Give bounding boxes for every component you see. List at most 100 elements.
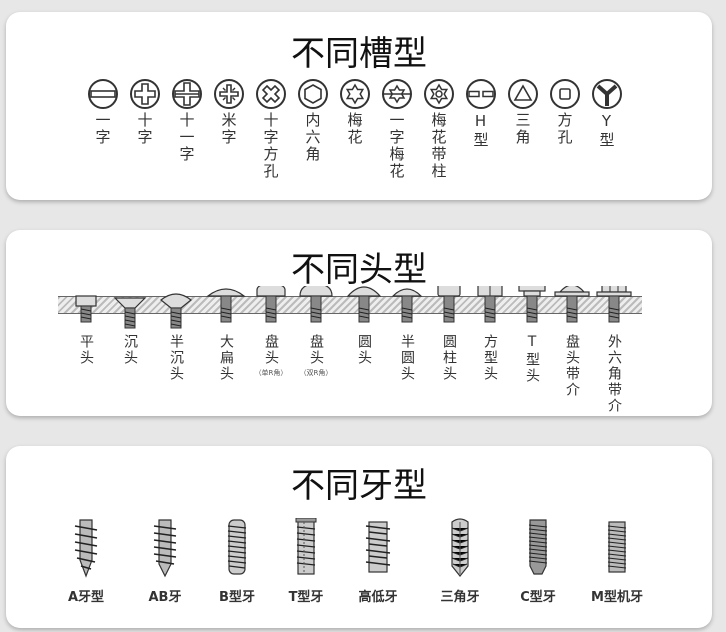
pan-head-double-r-icon	[299, 286, 333, 323]
head-item: 盘头 （单R角）	[251, 286, 291, 378]
thread-item: A牙型	[46, 518, 126, 605]
thread-item: M型机牙	[577, 518, 657, 605]
pan-washer-head-icon	[554, 286, 590, 323]
head-item: 圆柱头	[429, 286, 469, 382]
slot-label: 三角	[513, 112, 532, 146]
slot-item: 米字	[209, 78, 249, 146]
triangle-icon	[508, 79, 538, 109]
round-head-icon	[346, 286, 382, 323]
head-label: 平头	[78, 334, 94, 366]
square-head-icon	[477, 286, 503, 323]
square-icon	[550, 79, 580, 109]
thread-item: AB牙	[125, 518, 205, 605]
h-slot-icon	[466, 79, 496, 109]
t-head-icon	[518, 286, 546, 323]
head-item: 沉头	[110, 286, 150, 366]
head-label: 半圆头	[399, 334, 415, 382]
thread-label: A牙型	[67, 590, 105, 605]
head-item: 盘头 （双R角）	[296, 286, 336, 378]
thread-label: M型机牙	[591, 590, 643, 605]
slot-torx-icon	[382, 79, 412, 109]
head-sublabel: （双R角）	[299, 369, 333, 377]
head-label: 大扁头	[218, 334, 234, 382]
thread-label: C型牙	[520, 590, 556, 605]
head-item: T型头	[512, 286, 552, 384]
slot-item: 内六角	[293, 78, 333, 163]
pozi-icon	[214, 79, 244, 109]
half-round-head-icon	[391, 288, 423, 323]
head-label: 沉头	[122, 334, 138, 366]
thread-item: T型牙	[266, 518, 346, 605]
machine-thread-icon	[607, 521, 627, 573]
tri-thread-icon	[451, 518, 469, 577]
a-thread-icon	[74, 519, 98, 578]
t-thread-icon	[295, 518, 317, 575]
slot-types-title: 不同槽型	[291, 34, 427, 74]
head-label: 圆头	[356, 334, 372, 366]
pan-head-single-r-icon	[256, 286, 286, 323]
combo-slot-icon	[172, 79, 202, 109]
thread-item: 三角牙	[420, 518, 500, 605]
thread-label: AB牙	[148, 590, 182, 605]
slot-label: 梅花	[345, 112, 364, 146]
flat-head-icon	[75, 295, 97, 323]
slot-label: Y型	[597, 112, 616, 149]
thread-item: B型牙	[197, 518, 277, 605]
countersunk-head-icon	[113, 297, 147, 329]
slot-types-card: 不同槽型	[6, 12, 712, 200]
thread-item: 高低牙	[338, 518, 418, 605]
slot-item: 十字方孔	[251, 78, 291, 180]
slot-label: 十字方孔	[261, 112, 280, 180]
slotted-icon	[88, 79, 118, 109]
thread-label: T型牙	[288, 590, 324, 605]
slot-label: 十一字	[177, 112, 196, 163]
slot-label: H型	[471, 112, 490, 149]
slot-item: 三角	[503, 78, 543, 146]
head-item: 半沉头	[156, 286, 196, 382]
cross-square-icon	[256, 79, 286, 109]
cheese-head-icon	[437, 286, 461, 323]
slot-label: 十字	[135, 112, 154, 146]
torx-pin-icon	[424, 79, 454, 109]
head-types-card: 不同头型	[6, 230, 712, 416]
slot-label: 一字	[93, 112, 112, 146]
head-item: 外六角带介	[594, 286, 634, 414]
head-item: 圆头	[344, 286, 384, 366]
thread-label: 三角牙	[440, 590, 480, 605]
head-item: 方型头	[470, 286, 510, 382]
slot-item: 十字	[125, 78, 165, 146]
slot-item: 一字	[83, 78, 123, 146]
head-label: 方型头	[482, 334, 498, 382]
head-label: T型头	[524, 334, 540, 384]
head-label: 盘头带介	[564, 334, 580, 398]
hi-lo-thread-icon	[365, 521, 391, 573]
torx-icon	[340, 79, 370, 109]
slot-item: 梅花带柱	[419, 78, 459, 180]
hex-socket-icon	[298, 79, 328, 109]
raised-countersunk-head-icon	[160, 293, 192, 329]
slot-item: H型	[461, 78, 501, 149]
slot-label: 方孔	[555, 112, 574, 146]
slot-item: Y型	[587, 78, 627, 149]
thread-types-card: 不同牙型	[6, 446, 712, 628]
slot-item: 十一字	[167, 78, 207, 163]
head-types-title: 不同头型	[291, 250, 427, 290]
head-label: 外六角带介	[606, 334, 622, 414]
slot-item: 一字梅花	[377, 78, 417, 180]
slot-label: 内六角	[303, 112, 322, 163]
head-item: 半圆头	[387, 286, 427, 382]
head-sublabel: （单R角）	[254, 369, 288, 377]
thread-label: B型牙	[219, 590, 255, 605]
b-thread-icon	[227, 519, 247, 575]
head-label: 半沉头	[168, 334, 184, 382]
slot-label: 一字梅花	[387, 112, 406, 180]
head-label: 圆柱头	[441, 334, 457, 382]
head-label: 盘头	[263, 334, 279, 366]
thread-types-title: 不同牙型	[291, 466, 427, 506]
slot-item: 梅花	[335, 78, 375, 146]
c-thread-icon	[528, 519, 548, 575]
head-item: 平头	[66, 286, 106, 366]
slot-label: 米字	[219, 112, 238, 146]
hex-washer-head-icon	[596, 286, 632, 323]
thread-item: C型牙	[498, 518, 578, 605]
